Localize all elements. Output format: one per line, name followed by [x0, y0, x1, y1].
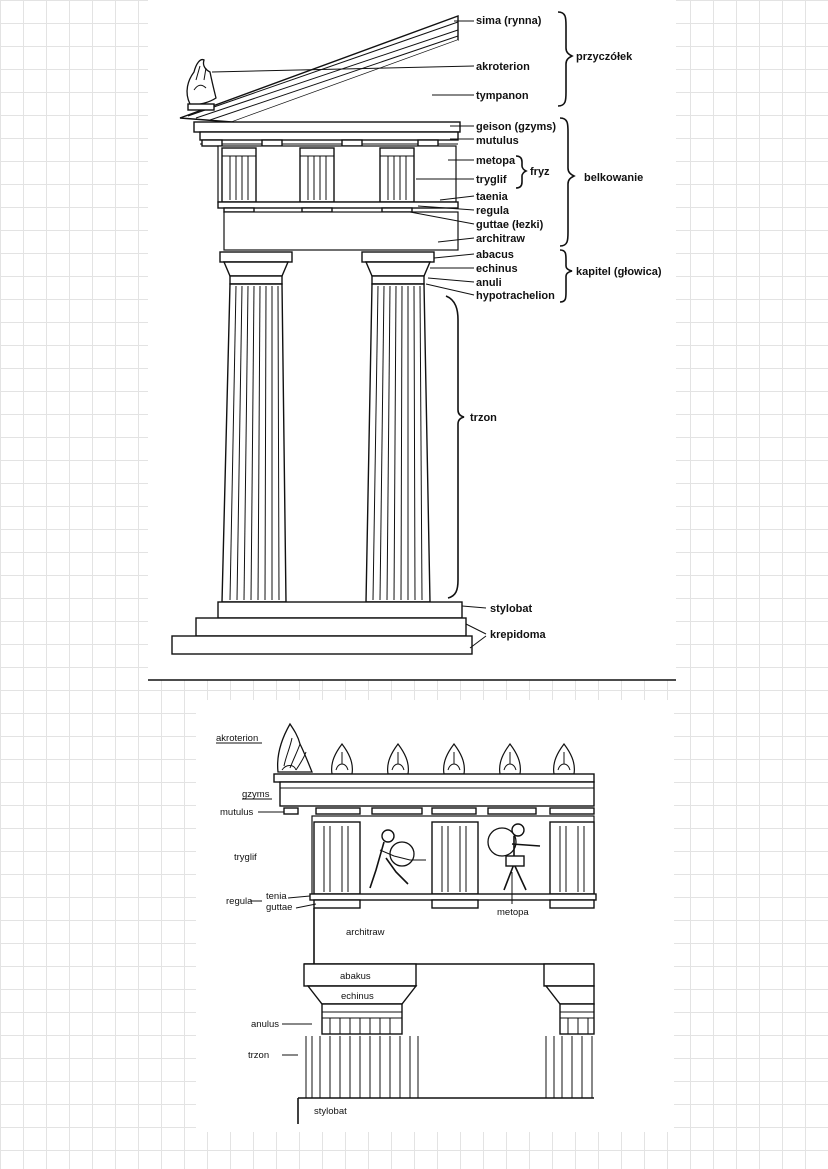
labels-bottom: akroterion gzyms mutulus tryglif regula … [216, 733, 529, 1117]
label-kapitel: kapitel (głowica) [576, 266, 662, 278]
label-stylobat: stylobat [490, 603, 533, 615]
label-tenia: tenia [266, 891, 287, 902]
label-tympanon: tympanon [476, 90, 529, 102]
triglyph [549, 821, 595, 895]
metope-warrior-icon [369, 829, 426, 889]
taenia-bottom [309, 893, 597, 909]
mutuli-bottom [283, 807, 595, 815]
label-architraw: architraw [346, 927, 385, 938]
label-sima: sima (rynna) [476, 15, 542, 27]
label-mutulus: mutulus [476, 135, 519, 147]
label-geison: geison (gzyms) [476, 121, 556, 133]
geison [193, 121, 461, 145]
taenia [217, 201, 459, 213]
label-metopa: metopa [497, 907, 529, 918]
leader-lines [211, 20, 487, 649]
label-akroterion: akroterion [476, 61, 530, 73]
label-tryglif: tryglif [234, 852, 257, 863]
capital-bottom-left [303, 963, 418, 1035]
label-gzyms: gzyms [242, 789, 270, 800]
label-trzon: trzon [248, 1050, 269, 1061]
triglyph [313, 821, 361, 895]
label-krepidoma: krepidoma [490, 629, 547, 641]
label-przyczolek: przyczółek [576, 51, 633, 63]
triglyph [379, 147, 415, 203]
labels-top: sima (rynna) akroterion tympanon przyczó… [470, 15, 662, 641]
shaft-bottom-right [545, 1036, 593, 1098]
leader-lines-bottom [216, 742, 513, 1056]
column-left [219, 251, 293, 603]
label-architraw: architraw [476, 233, 525, 245]
krepidoma [171, 601, 473, 655]
label-regula: regula [476, 205, 510, 217]
label-akroterion: akroterion [216, 733, 258, 744]
label-regula: regula [226, 896, 253, 907]
shaft-bottom-left [305, 1036, 419, 1098]
label-anulus: anulus [251, 1019, 279, 1030]
braces [445, 11, 576, 599]
label-stylobat: stylobat [314, 1106, 347, 1117]
label-abakus: abakus [340, 971, 371, 982]
label-belkowanie: belkowanie [584, 172, 643, 184]
triglyph [299, 147, 335, 203]
bottom-sheet [196, 700, 674, 1132]
frieze-bottom [311, 815, 595, 897]
label-fryz: fryz [530, 166, 550, 178]
antefixes [331, 742, 575, 775]
metope-warrior-icon [487, 823, 541, 891]
akroterion-ornament [186, 58, 217, 111]
akroterion-bottom [276, 722, 313, 773]
label-guttae: guttae (łezki) [476, 219, 544, 231]
label-trzon: trzon [470, 412, 497, 424]
label-echinus: echinus [341, 991, 374, 1002]
label-echinus: echinus [476, 263, 518, 275]
capital-bottom-right [543, 963, 595, 1035]
label-mutulus: mutulus [220, 807, 254, 818]
label-abacus: abacus [476, 249, 514, 261]
gzyms-bottom [273, 773, 595, 807]
stylobat-bottom [297, 1097, 594, 1124]
label-taenia: taenia [476, 191, 509, 203]
label-guttae: guttae [266, 902, 292, 913]
label-hypotrachelion: hypotrachelion [476, 290, 555, 302]
architrave [223, 211, 459, 251]
label-metopa: metopa [476, 155, 516, 167]
label-anuli: anuli [476, 277, 502, 289]
label-tryglif: tryglif [476, 174, 507, 186]
frieze [217, 145, 457, 203]
triglyph [221, 147, 257, 203]
triglyph [431, 821, 479, 895]
pediment [179, 14, 459, 123]
